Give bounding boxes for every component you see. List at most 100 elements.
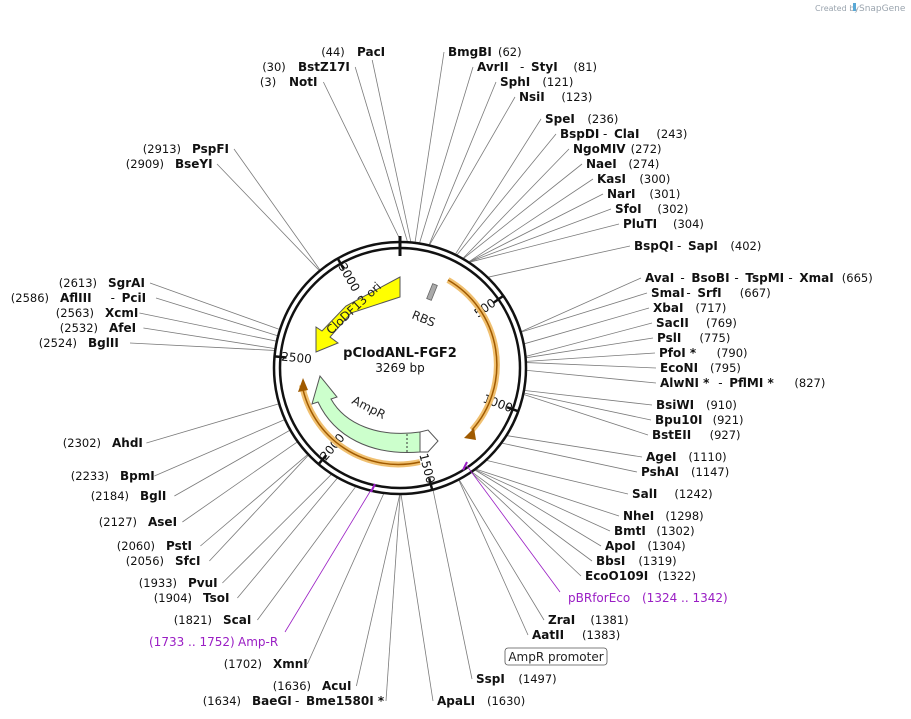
site-position: (236) [587, 112, 618, 126]
enzyme-site-label[interactable]: AgeI(1110) [646, 450, 727, 464]
enzyme-site-label[interactable]: (2127)AseI [99, 515, 177, 529]
enzyme-site-label[interactable]: AatII(1383) [532, 628, 620, 642]
enzyme-site-label[interactable]: (2909)BseYI [126, 157, 213, 171]
site-position: (667) [740, 286, 771, 300]
enzyme-name: PacI [357, 45, 385, 59]
enzyme-site-label[interactable]: (3)NotI [260, 75, 318, 89]
enzyme-site-label[interactable]: (2913)PspFI [143, 142, 229, 156]
site-position: (1304) [647, 539, 685, 553]
enzyme-site-label[interactable]: BmgBI(62) [448, 45, 522, 59]
enzyme-site-label[interactable]: (2184)BglI [91, 489, 167, 503]
site-position: (795) [710, 361, 741, 375]
enzyme-site-label[interactable]: BmtI(1302) [614, 524, 695, 538]
enzyme-site-label[interactable]: NgoMIV(272) [573, 142, 662, 156]
enzyme-site-label[interactable]: (44)PacI [321, 45, 385, 59]
enzyme-site-label[interactable]: PslI(775) [657, 331, 730, 345]
site-connector [458, 480, 529, 636]
enzyme-site-label[interactable]: (30)BstZ17I [262, 60, 350, 74]
enzyme-site-label[interactable]: (1634)BaeGI-Bme1580I * [203, 694, 385, 708]
tick-label: 1500 [416, 452, 437, 485]
enzyme-site-label[interactable]: BsiWI(910) [656, 398, 737, 412]
enzyme-site-label[interactable]: NaeI(274) [586, 157, 659, 171]
enzyme-site-label[interactable]: NsiI(123) [519, 90, 592, 104]
site-position: (927) [710, 428, 741, 442]
site-position: (1821) [174, 613, 212, 627]
enzyme-site-label[interactable]: (2613)SgrAI [59, 276, 145, 290]
enzyme-site-label[interactable]: SfoI(302) [615, 202, 688, 216]
enzyme-site-label[interactable]: BstEII(927) [652, 428, 741, 442]
enzyme-site-label[interactable]: (1636)AcuI [273, 679, 352, 693]
credit-brand: SnapGene [859, 4, 906, 14]
enzyme-site-label[interactable]: EcoO109I(1322) [585, 569, 696, 583]
site-connector [521, 277, 642, 332]
enzyme-site-label[interactable]: (1702)XmnI [224, 657, 308, 671]
enzyme-site-label[interactable]: (2532)AfeI [60, 321, 136, 335]
enzyme-name: BsiWI [656, 398, 694, 412]
site-position: (1497) [518, 672, 556, 686]
enzyme-site-label[interactable]: (2563)XcmI [56, 306, 139, 320]
enzyme-site-label[interactable]: SacII(769) [656, 316, 737, 330]
enzyme-name: ScaI [223, 613, 251, 627]
site-position: (1634) [203, 694, 241, 708]
enzyme-site-label[interactable]: PshAI(1147) [641, 465, 729, 479]
enzyme-site-label[interactable]: Bpu10I(921) [655, 413, 744, 427]
enzyme-site-label[interactable]: ApoI(1304) [605, 539, 686, 553]
enzyme-site-label[interactable]: SpeI(236) [545, 112, 618, 126]
site-connector [146, 403, 279, 444]
enzyme-site-label[interactable]: SmaI-SrfI(667) [651, 286, 771, 300]
enzyme-site-label[interactable]: SalI(1242) [632, 487, 713, 501]
enzyme-name: SgrAI [108, 276, 145, 290]
enzyme-site-label[interactable]: PluTI(304) [623, 217, 704, 231]
enzyme-site-label[interactable]: BbsI(1319) [596, 554, 677, 568]
site-connector [174, 430, 290, 497]
site-separator: - [734, 271, 738, 285]
enzyme-site-label[interactable]: BspQI-SapI(402) [634, 239, 761, 253]
site-connector [526, 337, 654, 359]
enzyme-name: PstI [166, 539, 192, 553]
enzyme-site-label[interactable]: KasI(300) [597, 172, 670, 186]
enzyme-site-label[interactable]: NheI(1298) [623, 509, 704, 523]
enzyme-site-label[interactable]: (2524)BglII [39, 336, 119, 350]
enzyme-name: BglII [88, 336, 119, 350]
enzyme-site-label[interactable]: BspDI-ClaI(243) [560, 127, 687, 141]
enzyme-site-label[interactable]: XbaI(717) [653, 301, 726, 315]
site-separator: - [718, 376, 722, 390]
enzyme-name: ZraI [548, 613, 575, 627]
site-position: (717) [695, 301, 726, 315]
enzyme-name: NaeI [586, 157, 617, 171]
enzyme-site-label[interactable]: SphI(121) [500, 75, 573, 89]
enzyme-site-label[interactable]: AlwNI *-PflMI *(827) [660, 376, 825, 390]
enzyme-site-label[interactable]: ApaLI(1630) [437, 694, 525, 708]
enzyme-site-label[interactable]: (2302)AhdI [63, 436, 143, 450]
enzyme-labels: (44)PacI(30)BstZ17I(3)NotI BmgBI(62)AvrII… [11, 45, 873, 708]
enzyme-site-label[interactable]: ZraI(1381) [548, 613, 629, 627]
enzyme-site-label[interactable]: (1904)TsoI [154, 591, 230, 605]
rbs-feature[interactable]: RBS [410, 283, 438, 330]
enzyme-site-label[interactable]: (2586)AflIII-PciI [11, 291, 146, 305]
primer-name[interactable]: Amp-R [238, 635, 278, 649]
enzyme-site-label[interactable]: (1933)PvuI [139, 576, 218, 590]
enzyme-site-label[interactable]: (2233)BpmI [71, 469, 155, 483]
site-separator: - [686, 286, 690, 300]
enzyme-site-label[interactable]: (2060)PstI [117, 539, 192, 553]
enzyme-site-label[interactable]: EcoNI(795) [660, 361, 741, 375]
enzyme-name: PvuI [188, 576, 218, 590]
tick-label: 3000 [335, 261, 362, 294]
enzyme-site-label[interactable]: (1821) ScaI [174, 613, 252, 627]
enzyme-site-label[interactable]: PfoI *(790) [659, 346, 748, 360]
site-connector [143, 327, 275, 349]
ampr-promoter-feature[interactable]: AmpR promoter [504, 647, 608, 666]
enzyme-site-label[interactable]: AvaI-BsoBI-TspMI-XmaI(665) [645, 271, 873, 285]
site-position: (302) [657, 202, 688, 216]
site-separator: - [295, 694, 299, 708]
primer-name[interactable]: pBRforEco [568, 591, 630, 605]
site-separator: - [677, 239, 681, 253]
site-connector [354, 66, 408, 242]
enzyme-name: KasI [597, 172, 626, 186]
enzyme-site-label[interactable]: NarI(301) [607, 187, 680, 201]
enzyme-site-label[interactable]: SspI(1497) [476, 672, 557, 686]
enzyme-site-label[interactable]: (2056)SfcI [126, 554, 201, 568]
enzyme-site-label[interactable]: AvrII-StyI(81) [477, 60, 597, 74]
site-position: (921) [713, 413, 744, 427]
site-connector [216, 163, 320, 271]
